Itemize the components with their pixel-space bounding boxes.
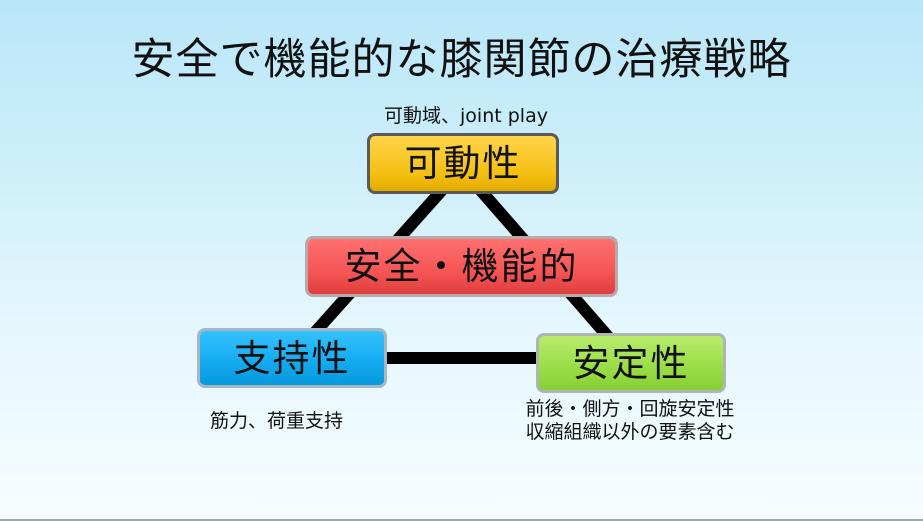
right-caption-line-1: 前後・側方・回旋安定性 bbox=[525, 398, 735, 420]
support-box: 支持性 bbox=[197, 328, 387, 388]
safe-functional-box: 安全・機能的 bbox=[305, 236, 618, 297]
stability-box: 安定性 bbox=[536, 333, 726, 393]
right-caption-line-2: 収縮組織以外の要素含む bbox=[525, 421, 735, 443]
top-caption: 可動域、joint play bbox=[384, 105, 548, 127]
right-caption: 前後・側方・回旋安定性 収縮組織以外の要素含む bbox=[500, 398, 760, 444]
bottom-border bbox=[0, 519, 923, 521]
mobility-box: 可動性 bbox=[367, 133, 559, 194]
slide-title: 安全で機能的な膝関節の治療戦略 bbox=[131, 35, 792, 85]
left-caption: 筋力、荷重支持 bbox=[210, 410, 344, 432]
